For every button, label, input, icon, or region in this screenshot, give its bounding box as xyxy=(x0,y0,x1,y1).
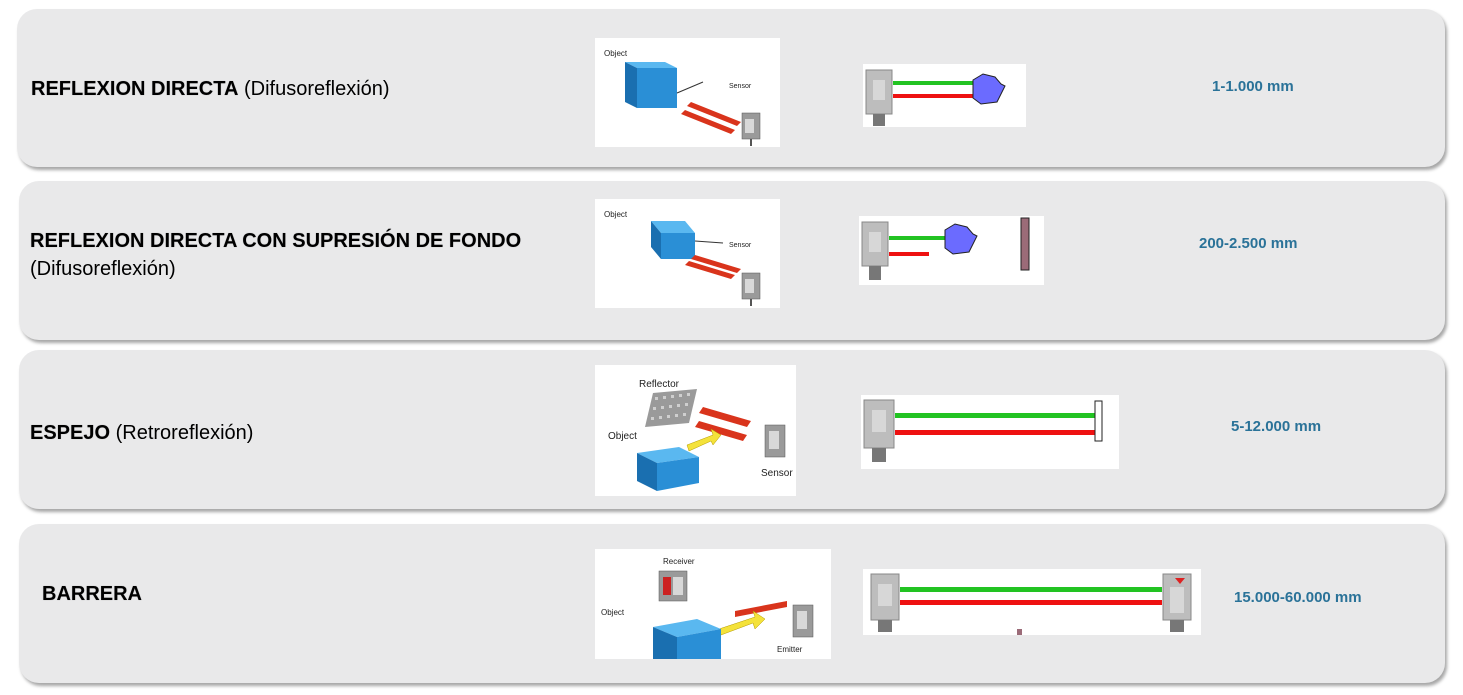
range-value: 5-12.000 mm xyxy=(1231,418,1322,435)
row-title: REFLEXION DIRECTA (Difusoreflexión) xyxy=(31,78,390,100)
range-value: 1-1.000 mm xyxy=(1212,78,1294,95)
beam-diagram xyxy=(859,216,1044,285)
svg-text:Sensor: Sensor xyxy=(729,83,752,90)
row-title: ESPEJO (Retroreflexión) xyxy=(30,422,254,444)
retroreflective-diagram: Reflector Object Sensor xyxy=(595,365,796,496)
svg-text:Reflector: Reflector xyxy=(639,379,680,390)
svg-text:Object: Object xyxy=(604,210,628,219)
background-suppression-diagram: Object Sensor xyxy=(595,199,780,308)
range-value: 200-2.500 mm xyxy=(1199,235,1298,252)
beam-diagram xyxy=(861,395,1119,469)
diffuse-diagram: Object Sensor xyxy=(595,38,780,147)
svg-text:Receiver: Receiver xyxy=(663,557,695,566)
svg-text:Object: Object xyxy=(608,431,637,442)
through-beam-diagram: Receiver Object Emitter xyxy=(595,549,831,659)
row-title: BARRERA xyxy=(42,583,142,605)
svg-text:Object: Object xyxy=(604,49,628,58)
svg-text:Object: Object xyxy=(601,608,625,617)
svg-text:Emitter: Emitter xyxy=(777,645,803,654)
row-title: REFLEXION DIRECTA CON SUPRESIÓN DE FONDO… xyxy=(30,230,522,280)
range-value: 15.000-60.000 mm xyxy=(1234,589,1362,606)
svg-text:Sensor: Sensor xyxy=(761,468,793,479)
svg-text:Sensor: Sensor xyxy=(729,242,752,249)
beam-diagram xyxy=(863,64,1026,127)
beam-diagram xyxy=(863,569,1201,635)
